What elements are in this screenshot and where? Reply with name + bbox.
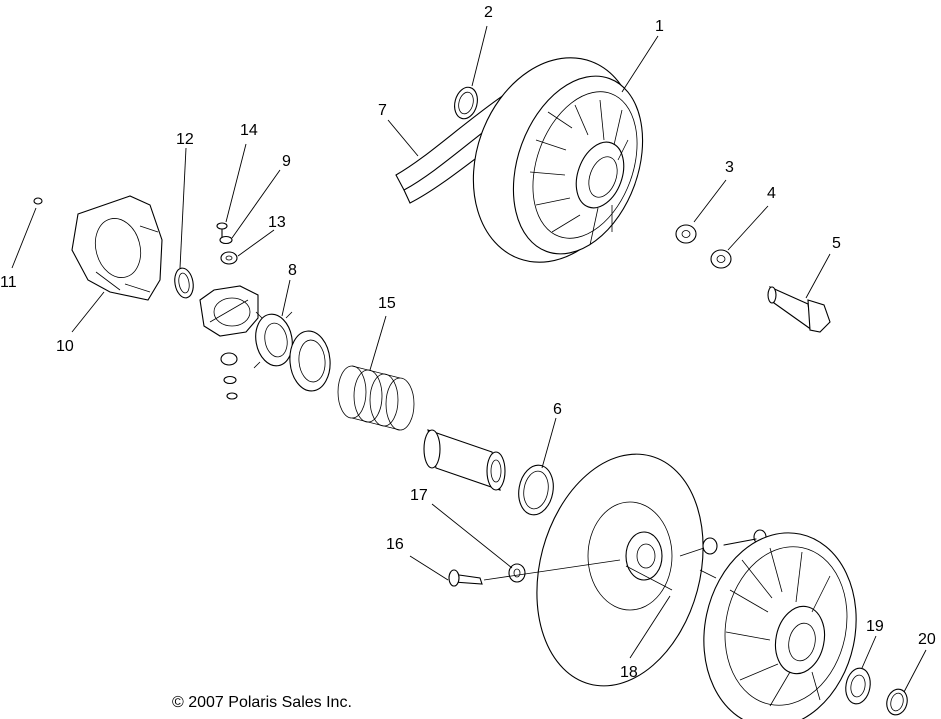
- callout-11: 11: [0, 274, 17, 291]
- shaft-sleeve: [423, 429, 506, 491]
- part-6-ring: [518, 464, 554, 516]
- part-5-bolt: [767, 286, 831, 333]
- part-9-washer: [219, 235, 233, 245]
- part-12-snap-ring: [174, 267, 194, 299]
- fixed-sheave: [703, 532, 857, 719]
- copyright-notice: © 2007 Polaris Sales Inc.: [172, 694, 352, 711]
- callout-1: 1: [655, 18, 664, 35]
- movable-sheave: [536, 453, 704, 687]
- callout-8: 8: [288, 262, 297, 279]
- callout-16: 16: [386, 536, 404, 553]
- callout-2: 2: [484, 4, 493, 21]
- callout-10: 10: [56, 338, 74, 355]
- callout-17: 17: [410, 487, 428, 504]
- callout-12: 12: [176, 131, 194, 148]
- callout-13: 13: [268, 214, 286, 231]
- part-3-washer: [675, 224, 697, 244]
- callout-4: 4: [767, 185, 776, 202]
- spider-assembly: [199, 285, 259, 337]
- callout-15: 15: [378, 295, 396, 312]
- part-17-roller: [508, 563, 526, 583]
- callout-7: 7: [378, 102, 387, 119]
- part-16-bolt: [448, 569, 483, 587]
- part-10-cover: [71, 195, 163, 301]
- part-20-ring: [886, 688, 908, 716]
- part-4-washer: [710, 249, 732, 269]
- callout-labels: 1 2 3 4 5 6 7 8 9 10 11 12 13 14 15 16 1…: [0, 4, 936, 681]
- part-13-roller: [220, 251, 238, 265]
- callout-20: 20: [918, 631, 936, 648]
- callout-19: 19: [866, 618, 884, 635]
- part-8-retainer: [253, 311, 297, 369]
- callout-6: 6: [553, 401, 562, 418]
- part-11-pin: [33, 197, 43, 205]
- part-19-bearing: [845, 667, 871, 705]
- part-14-screw: [216, 222, 228, 238]
- callout-14: 14: [240, 122, 258, 139]
- part-15-spring: [337, 365, 415, 431]
- callout-18: 18: [620, 664, 638, 681]
- callout-9: 9: [282, 153, 291, 170]
- callout-leaders: [11, 25, 927, 693]
- part-1-secondary-clutch: [472, 57, 644, 263]
- callout-3: 3: [725, 159, 734, 176]
- callout-5: 5: [832, 235, 841, 252]
